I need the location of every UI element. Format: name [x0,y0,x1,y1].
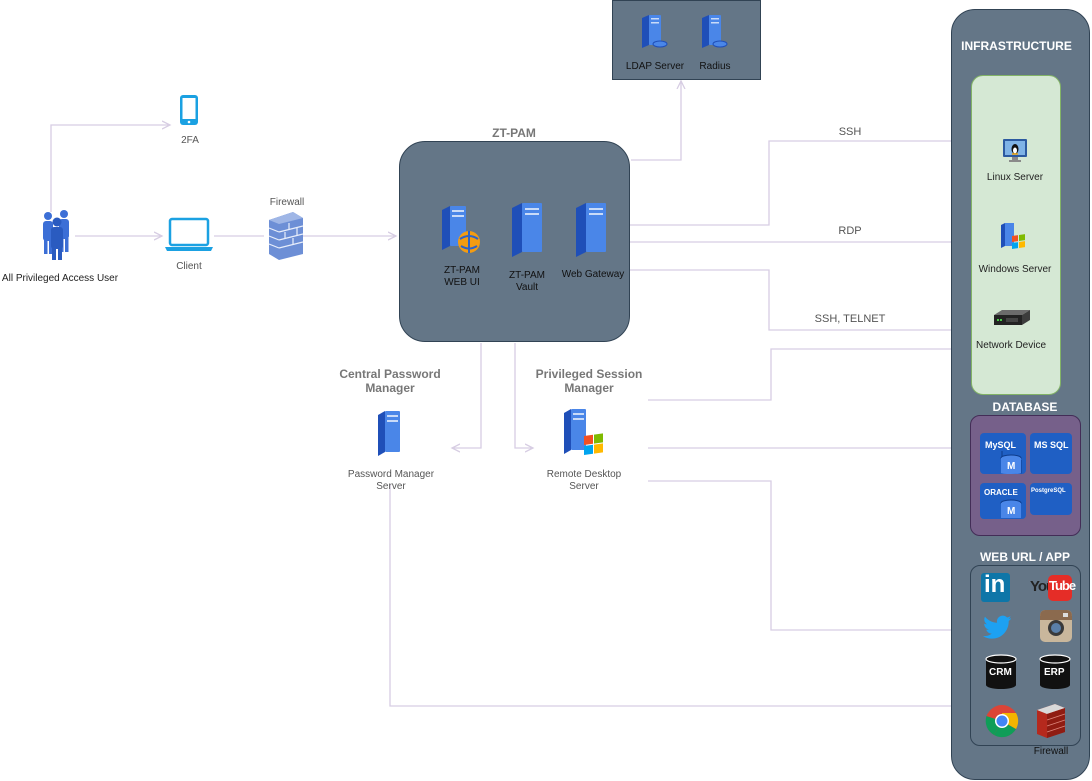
password-manager-server-icon [376,410,404,463]
chrome-icon[interactable] [985,704,1019,743]
linkedin-icon[interactable]: in [981,571,1010,602]
rdp-label: RDP [838,225,862,237]
cpm-title: Central Password Manager [339,367,441,395]
network-device-icon [994,309,1030,332]
wire-psm-web [648,480,968,630]
linux-server-icon [1002,138,1028,169]
postgresql-db-icon[interactable]: PostgreSQL [1030,483,1072,515]
firewall-web-label: Firewall [1033,746,1069,757]
mysql-db-icon[interactable]: MySQL M [980,433,1026,474]
oracle-db-icon[interactable]: ORACLE M [980,483,1026,519]
ssh-label: SSH [838,126,862,138]
remote-desktop-server-icon [562,408,606,465]
erp-icon[interactable]: ERP [1039,654,1071,695]
database-title: DATABASE [992,400,1058,414]
ldap-server-icon [640,14,670,55]
laptop-client-icon [164,217,214,258]
mssql-db-icon[interactable]: MS SQL [1030,433,1072,474]
twitter-icon[interactable] [982,614,1012,645]
radius-label: Radius [699,61,731,72]
windows-server-icon [1000,222,1028,257]
wire-ztpam-psm [514,343,533,448]
firewall-left-label: Firewall [269,197,305,208]
ldap-radius-box [612,0,761,80]
users-group-icon [38,208,78,265]
password-manager-server-label: Password Manager Server [347,469,435,492]
firewall-icon [268,212,304,265]
web-gateway-icon [574,202,610,263]
ldap-server-label: LDAP Server [625,61,685,72]
erp-text: ERP [1044,667,1065,678]
infrastructure-box [971,75,1061,395]
radius-server-icon [700,14,730,55]
wire-cpm-web [389,484,968,706]
web-app-box [970,565,1081,746]
network-device-label: Network Device [975,340,1047,351]
wire-ztpam-cpm [452,343,482,448]
psm-title: Privileged Session Manager [535,367,643,395]
youtube-icon[interactable]: You Tube [1030,575,1076,601]
linkedin-text: in [984,571,1006,598]
ztpam-vault-label: ZT-PAM Vault [509,270,545,293]
wire-ssh [630,141,970,226]
mysql-label: MySQL [985,440,1017,450]
crm-text: CRM [989,667,1012,678]
twofa-label: 2FA [181,135,199,146]
ztpam-vault-icon [510,202,546,263]
wire-psm-network [648,348,972,401]
windows-server-label: Windows Server [978,264,1052,275]
ssh-telnet-label: SSH, TELNET [814,313,886,325]
users-label: All Privileged Access User [1,273,119,284]
web-app-title: WEB URL / APP [979,550,1070,564]
wire-ssh-telnet [630,269,970,330]
linux-server-label: Linux Server [986,172,1044,183]
crm-icon[interactable]: CRM [985,654,1017,695]
instagram-icon[interactable] [1040,610,1072,647]
ztpam-webui-icon [440,205,482,260]
phone-2fa-icon [179,94,199,131]
youtube-tube-badge [1048,575,1072,601]
ztpam-title: ZT-PAM [492,126,536,140]
postgresql-label: PostgreSQL [1031,488,1066,494]
wire-ztpam-ldap [631,81,681,161]
remote-desktop-server-label: Remote Desktop Server [546,469,622,492]
firewall-web-icon[interactable] [1037,704,1066,743]
wire-user-2fa [50,125,170,212]
oracle-label: ORACLE [984,488,1018,497]
infrastructure-title: INFRASTRUCTURE [961,39,1072,53]
oracle-m-mark: M [1007,506,1016,517]
web-gateway-label: Web Gateway [561,269,625,280]
mssql-label: MS SQL [1034,440,1069,450]
client-label: Client [176,261,202,272]
youtube-tube-text: Tube [1049,578,1076,593]
ztpam-webui-label: ZT-PAM WEB UI [444,265,480,288]
mysql-m-mark: M [1007,461,1016,472]
